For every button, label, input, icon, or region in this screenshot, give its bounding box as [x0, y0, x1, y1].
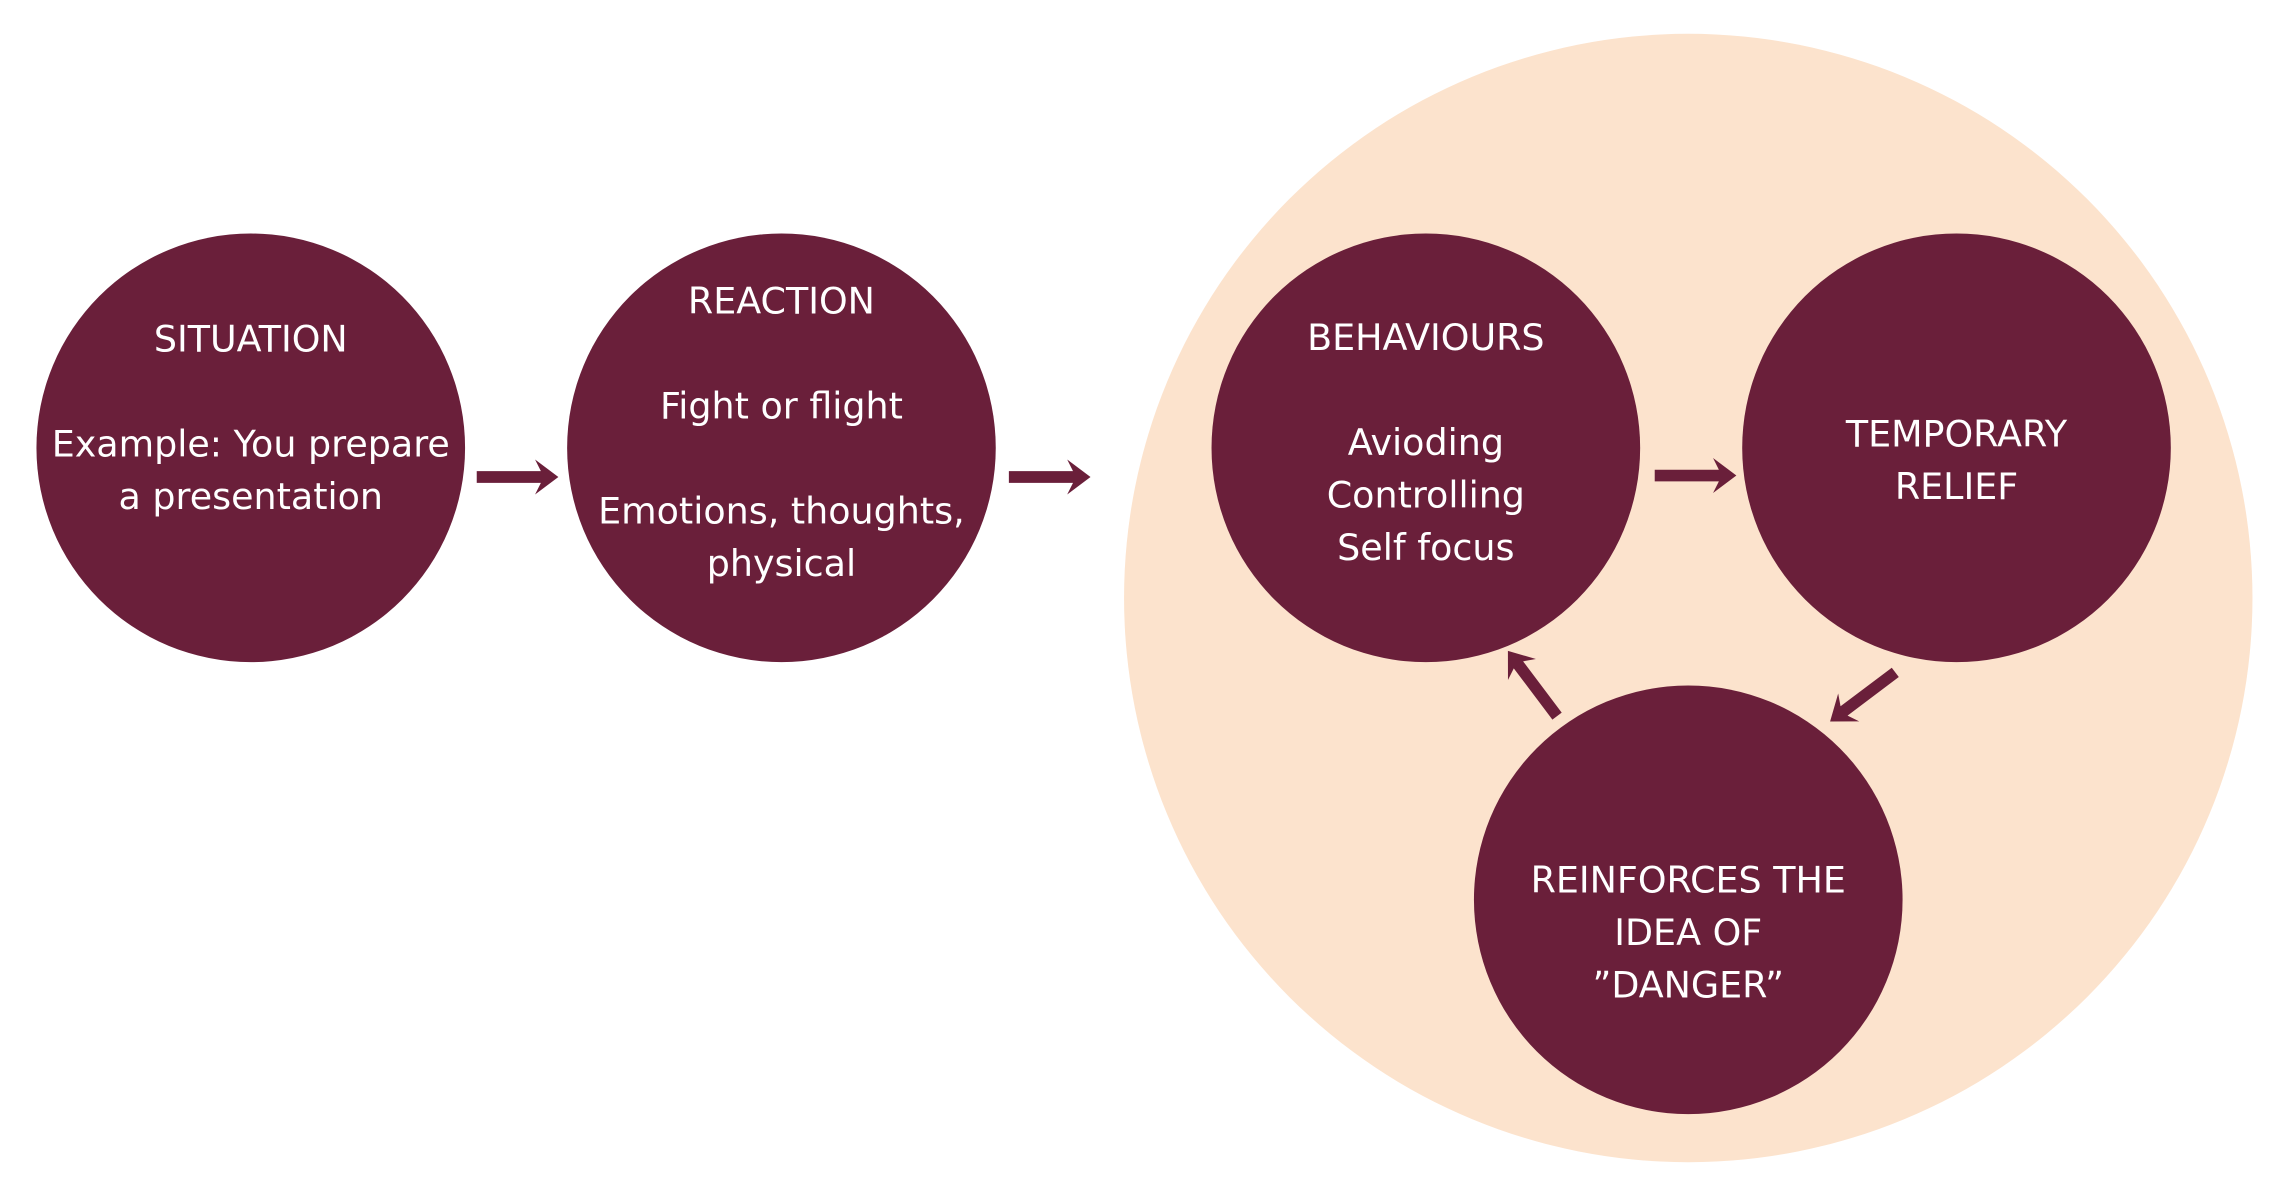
node-temporary-relief: TEMPORARY RELIEF — [1742, 233, 2171, 663]
behaviours-title: BEHAVIOURS — [1307, 316, 1544, 359]
reinforces-line-3: ”DANGER” — [1592, 963, 1784, 1006]
reaction-line-3: physical — [707, 542, 856, 585]
relief-line-1: TEMPORARY — [1845, 412, 2068, 455]
reinforces-line-1: REINFORCES THE — [1531, 858, 1846, 901]
behaviours-line-3: Self focus — [1337, 526, 1514, 569]
situation-title: SITUATION — [154, 318, 348, 361]
reinforces-line-2: IDEA OF — [1614, 911, 1762, 954]
reaction-title: REACTION — [688, 280, 875, 323]
node-reaction: REACTION Fight or flight Emotions, thoug… — [567, 233, 996, 663]
reaction-line-1: Fight or flight — [660, 385, 903, 428]
behaviours-line-2: Controlling — [1327, 474, 1525, 517]
node-reinforces-danger: REINFORCES THE IDEA OF ”DANGER” — [1473, 685, 1903, 1115]
reaction-line-2: Emotions, thoughts, — [598, 490, 965, 533]
arrow-situation-to-reaction-icon — [476, 459, 559, 495]
behaviours-line-1: Avioding — [1348, 421, 1504, 464]
situation-line-1: Example: You prepare — [52, 423, 450, 466]
node-behaviours: BEHAVIOURS Avioding Controlling Self foc… — [1211, 233, 1641, 663]
arrow-reaction-to-behaviours-icon — [1008, 459, 1091, 495]
situation-line-2: a presentation — [118, 475, 383, 518]
relief-line-2: RELIEF — [1895, 465, 2018, 508]
node-situation: SITUATION Example: You prepare a present… — [36, 233, 466, 663]
